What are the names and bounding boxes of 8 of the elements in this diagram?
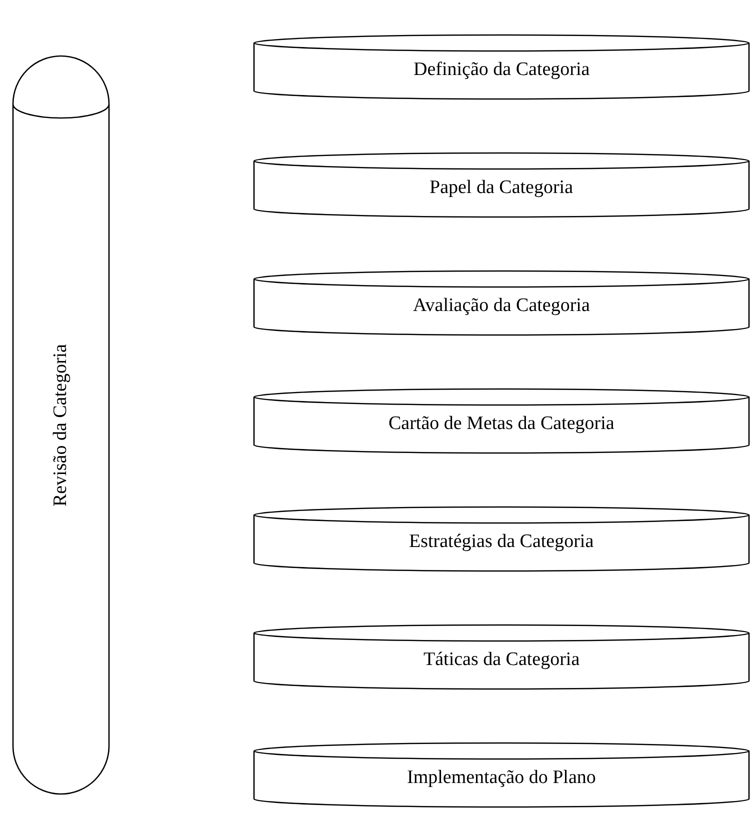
node-label: Implementação do Plano: [407, 767, 596, 789]
node-label: Cartão de Metas da Categoria: [388, 413, 614, 435]
node-label: Avaliação da Categoria: [413, 295, 590, 317]
node-label: Definição da Categoria: [414, 59, 590, 81]
node-label: Táticas da Categoria: [424, 649, 580, 671]
node-label: Papel da Categoria: [430, 177, 574, 199]
node-label: Revisão da Categoria: [50, 344, 72, 506]
node-label: Estratégias da Categoria: [409, 531, 594, 553]
